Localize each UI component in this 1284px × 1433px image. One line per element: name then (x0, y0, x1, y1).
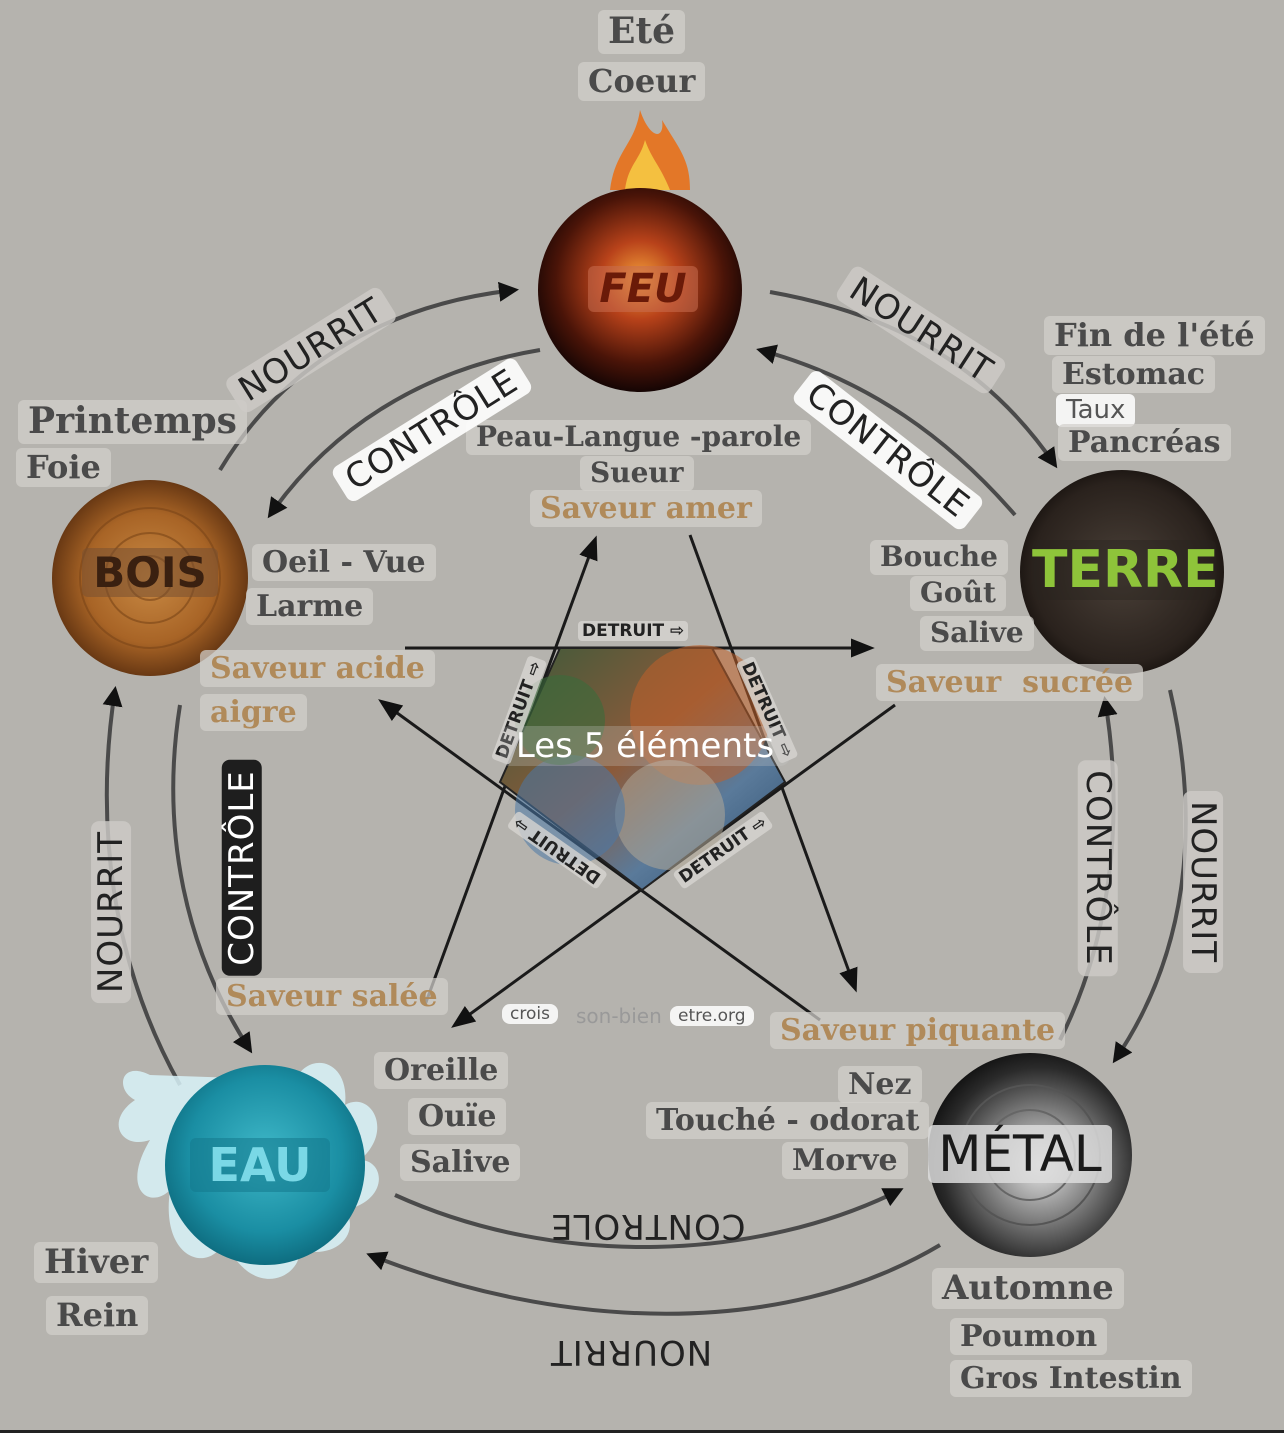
arc-controle-terre-feu (756, 344, 1017, 517)
terre-sense-1: Bouche (870, 540, 1008, 575)
eau-sense-2: Ouïe (408, 1098, 507, 1135)
arc-nourrit-metal-eau (366, 1243, 942, 1316)
arc-controle-feu-bois (267, 348, 541, 519)
controle-label-bois-eau: CONTRÔLE (221, 760, 262, 976)
terre-name: TERRE (1032, 540, 1219, 600)
detruit-label-top: DETRUIT ⇨ (578, 621, 689, 641)
metal-flavor: Saveur piquante (770, 1012, 1066, 1049)
terre-organ-3: Pancréas (1058, 424, 1231, 461)
feu-sense-1: Peau-Langue -parole (466, 420, 812, 455)
metal-sense-2: Touché - odorat (646, 1102, 930, 1139)
metal-sense-1: Nez (838, 1066, 922, 1103)
watermark-1: crois (502, 1004, 558, 1024)
feu-name: FEU (588, 266, 698, 312)
nourrit-label-eau-bois: NOURRIT (91, 820, 132, 1004)
bois-sense-1: Oeil - Vue (252, 544, 436, 581)
eau-sense-1: Oreille (374, 1052, 509, 1089)
bois-flavor-2: aigre (200, 694, 307, 731)
bottom-border (0, 1430, 1284, 1433)
terre-flavor: Saveur sucrée (876, 664, 1144, 701)
terre-sense-3: Salive (920, 616, 1034, 651)
terre-season: Fin de l'été (1044, 316, 1265, 356)
feu-flavor: Saveur amer (530, 490, 762, 527)
feu-season: Eté (598, 10, 685, 54)
bois-sense-2: Larme (246, 588, 374, 625)
terre-organ-2: Taux (1056, 394, 1136, 427)
nourrit-label-metal-eau: NOURRIT (550, 1332, 713, 1372)
terre-sense-2: Goût (910, 576, 1006, 611)
bois-season: Printemps (18, 400, 247, 444)
metal-organ-1: Poumon (950, 1318, 1108, 1355)
controle-label-metal-terre: CONTRÔLE (1077, 760, 1118, 976)
terre-organ-1: Estomac (1052, 356, 1216, 393)
feu-organ-1: Coeur (578, 62, 706, 102)
metal-name: MÉTAL (928, 1125, 1112, 1183)
eau-name: EAU (190, 1138, 330, 1192)
bois-organ-1: Foie (16, 448, 111, 488)
bois-name: BOIS (82, 548, 218, 597)
terre-disc (1020, 470, 1224, 674)
watermark-2: son-bien (576, 1004, 662, 1028)
center-title: Les 5 éléments (500, 726, 790, 766)
arc-nourrit-terre-metal (1112, 689, 1188, 1064)
eau-flavor: Saveur salée (216, 978, 448, 1015)
star-line-metal-bois (378, 699, 821, 1022)
eau-sense-3: Salive (400, 1144, 521, 1181)
bois-flavor-1: Saveur acide (200, 650, 435, 687)
metal-season: Automne (932, 1268, 1124, 1310)
controle-label-eau-metal: CONTROLE (550, 1206, 746, 1246)
arc-controle-eau-metal (394, 1188, 904, 1249)
watermark-3: etre.org (670, 1006, 754, 1026)
eau-season: Hiver (34, 1242, 159, 1284)
feu-disc (538, 110, 742, 392)
eau-organ-1: Rein (46, 1296, 149, 1336)
metal-sense-3: Morve (782, 1142, 908, 1179)
nourrit-label-terre-metal: NOURRIT (1183, 790, 1224, 974)
feu-sense-2: Sueur (580, 456, 694, 491)
metal-organ-2: Gros Intestin (950, 1360, 1192, 1397)
